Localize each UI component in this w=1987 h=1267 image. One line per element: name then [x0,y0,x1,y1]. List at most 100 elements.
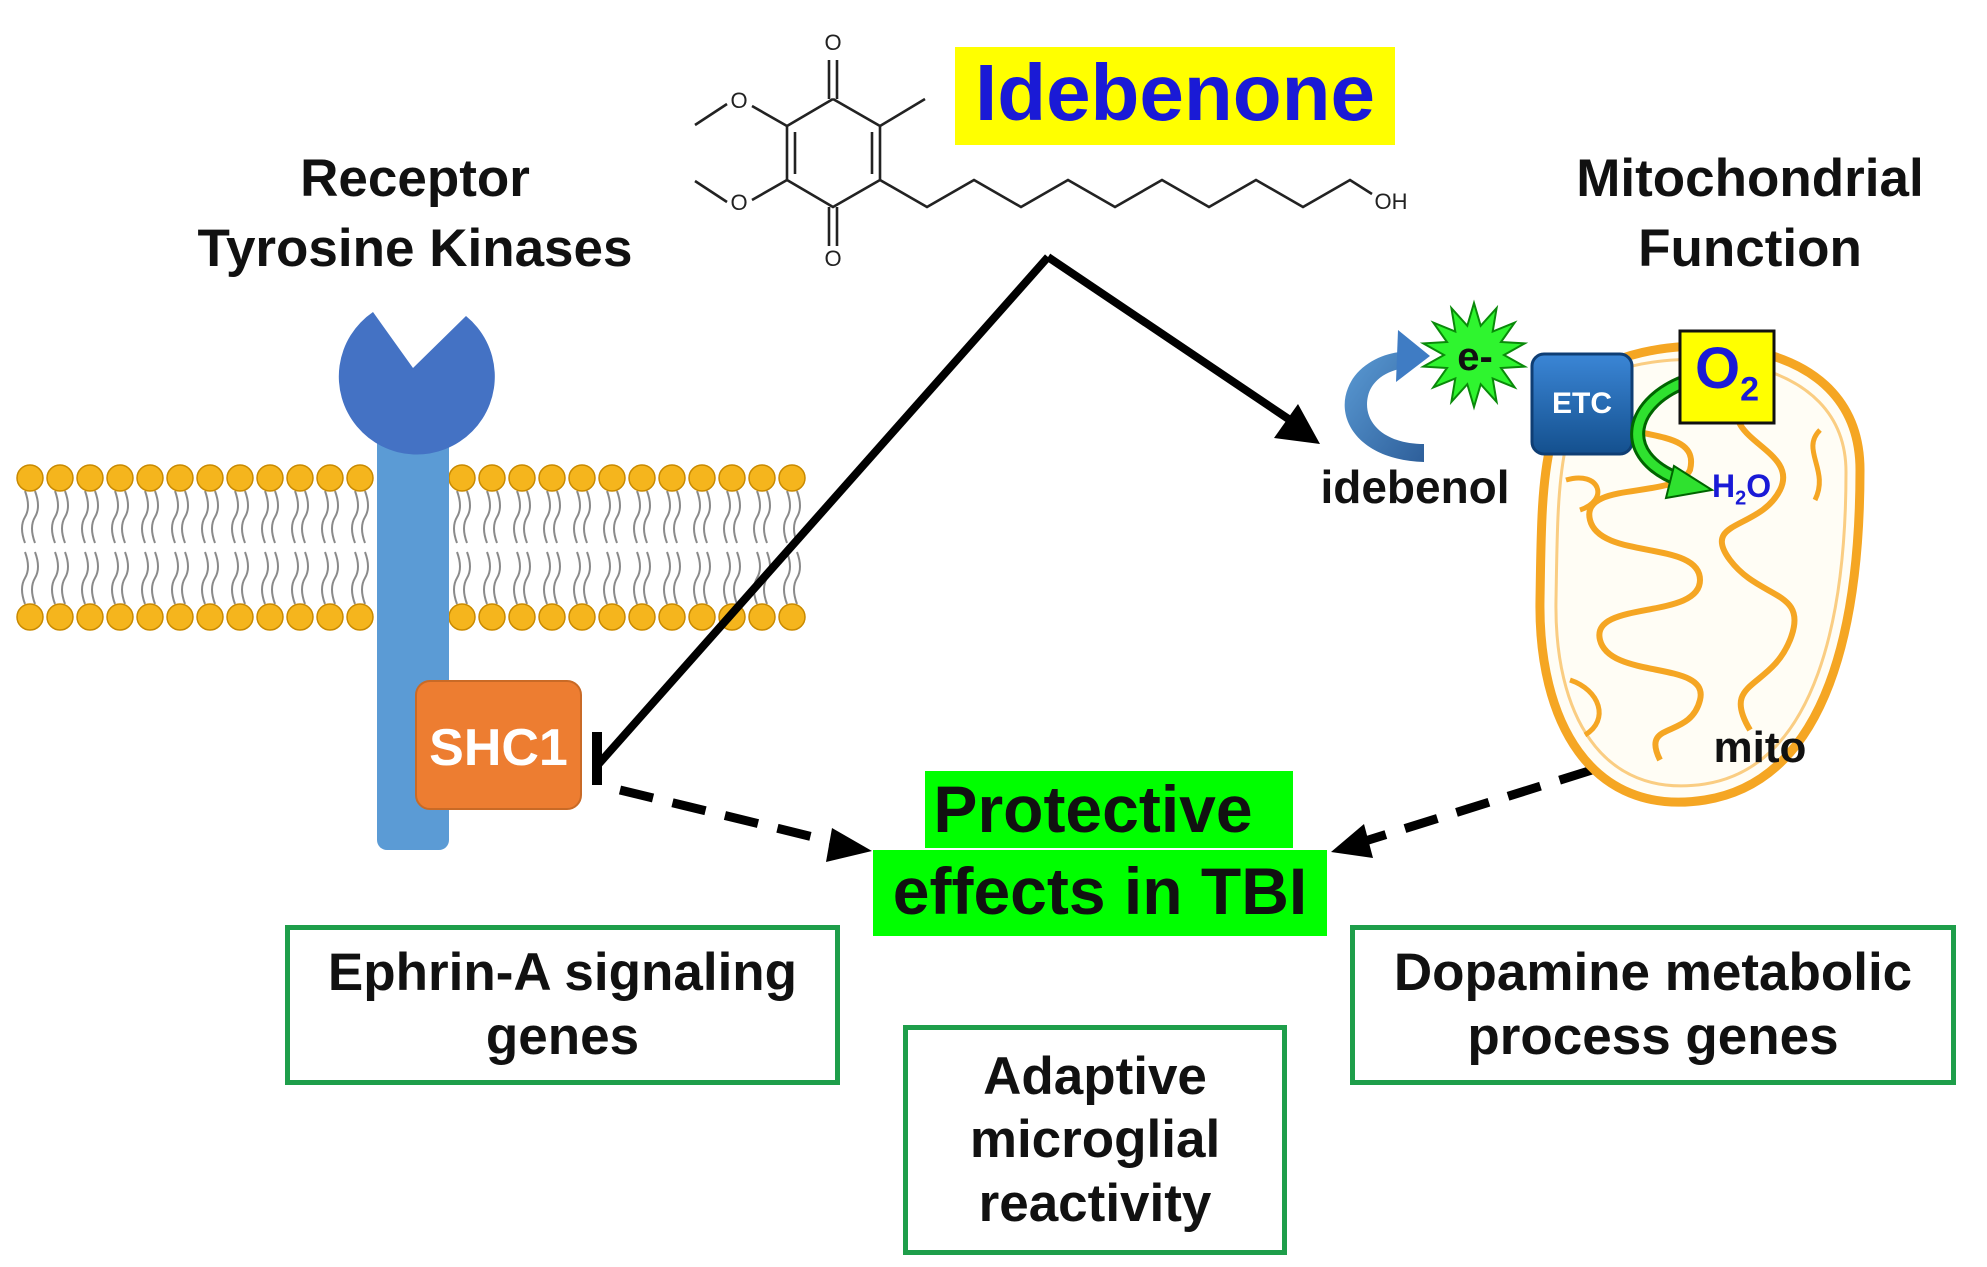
lipid-tail [361,490,369,544]
lipid-head [196,464,224,492]
arrow-to-idebenol-icon [1274,404,1320,444]
lipid-tail [583,551,591,605]
idebenol-label: idebenol [1320,461,1510,513]
lipid-head [598,464,626,492]
lipid-head [508,464,536,492]
lipid-tail [51,490,59,544]
lipid-tail [733,551,741,605]
lipid-tail [703,490,711,544]
lipid-head [46,464,74,492]
lipid-tail [523,551,531,605]
idebenone-action-lines [592,253,1320,785]
lipid-tail [643,551,651,605]
oxygen-to-water-arrow-icon [1630,372,1715,500]
lipid-tail [61,490,69,544]
lipid-head [136,464,164,492]
lipid-tail [543,551,551,605]
lipid-tail [463,551,471,605]
lipid-tail [51,551,59,605]
lipid-tail [733,490,741,544]
lipid-head [16,464,44,492]
shc1-box [415,680,582,810]
cell-membrane [16,464,806,631]
lipid-tail [61,551,69,605]
water-h: H [1712,468,1736,504]
lipid-tail [763,490,771,544]
lipid-tail [753,490,761,544]
lipid-tail [201,490,209,544]
lipid-head [106,603,134,631]
page-title: Idebenone [974,48,1376,137]
lipid-tail [271,490,279,544]
lipid-head [778,603,806,631]
lipid-tail [271,551,279,605]
receptor-header-line2: Tyrosine Kinases [197,219,633,278]
lipid-head [718,464,746,492]
lipid-head [256,603,284,631]
lipid-tail [553,551,561,605]
lipid-head [76,603,104,631]
lipid-tail [753,551,761,605]
oxygen-subscript: 2 [1740,370,1760,409]
lipid-head [658,464,686,492]
lipid-head [688,464,716,492]
lipid-head [778,464,806,492]
lipid-tail [613,551,621,605]
mito-header-line1: Mitochondrial [1576,149,1924,208]
lipid-tail [171,551,179,605]
lipid-head [478,464,506,492]
lipid-head [658,603,686,631]
lipid-tail [231,490,239,544]
etc-label: ETC [1552,387,1612,420]
lipid-tail [321,490,329,544]
lipid-tail [141,551,149,605]
lipid-head [568,603,596,631]
lipid-head [568,464,596,492]
electron-burst-icon [1419,299,1529,411]
electron-starburst [1419,299,1529,411]
lipid-tail [633,490,641,544]
lipid-head [748,464,776,492]
lipid-head [256,464,284,492]
title-box [955,47,1395,145]
lipid-tail [181,551,189,605]
lipid-tail [151,551,159,605]
protective-title-line2: effects in TBI [892,854,1308,928]
lipid-tail [573,490,581,544]
idebenone-structure [694,60,1373,246]
lipid-tail [463,490,471,544]
microglia-box-text: Adaptive microglial reactivity [969,1046,1221,1233]
methoxy-oxygen-top: O [730,88,747,113]
lipid-head [166,603,194,631]
lipid-tail [663,551,671,605]
lipid-tail [291,551,299,605]
lipid-tail [261,551,269,605]
lipid-tail [351,490,359,544]
mito-header-line2: Function [1638,219,1862,278]
lipid-head [748,603,776,631]
lipid-tail [241,551,249,605]
hydroxyl-label: OH [1375,189,1408,214]
lipid-tail [783,490,791,544]
lipid-tail [483,551,491,605]
left-dashed-arrowhead-icon [826,828,872,862]
dashed-arrows [618,765,1594,862]
receptor-header-line1: Receptor [300,149,530,208]
lipid-tail [723,551,731,605]
lipid-tail [21,490,29,544]
lipid-tail [613,490,621,544]
lipid-tail [111,551,119,605]
lipid-head [196,603,224,631]
mitochondrion-icon [1535,341,1865,807]
oxygen-label: O2 [1680,340,1774,407]
lipid-head [46,603,74,631]
ephrin-box-text: Ephrin-A signaling genes [327,943,798,1066]
lipid-tail [111,490,119,544]
water-label: H2O [1712,470,1822,508]
lipid-tail [81,490,89,544]
lipid-tail [91,490,99,544]
lipid-tail [361,551,369,605]
lipid-tail [171,490,179,544]
ephrin-box: Ephrin-A signaling genes [285,925,840,1085]
